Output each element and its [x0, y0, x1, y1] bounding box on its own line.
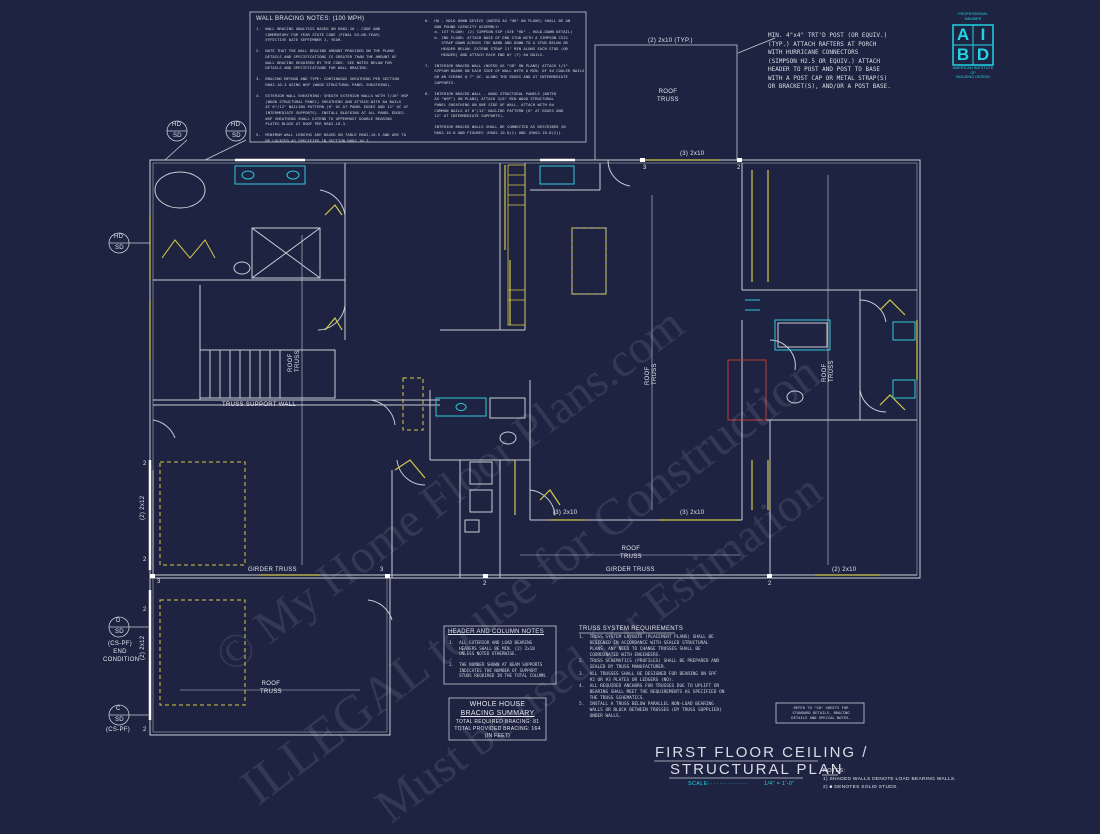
porch-post-note: MIN. 4"x4" TRT'D POST (OR EQUIV.) (TYP.)…: [768, 32, 891, 90]
label-girder-truss-right: GIRDER TRUSS: [606, 567, 655, 573]
logo-letter-d: D: [976, 45, 990, 64]
truss-req-title: TRUSS SYSTEM REQUIREMENTS: [579, 626, 684, 632]
tag-end-condition: (CS-PF) END CONDITION: [103, 641, 140, 663]
label-porch-roof-truss: ROOF TRUSS: [657, 89, 679, 103]
tag-sd-2: SD: [232, 133, 241, 139]
num-3-b: 3: [380, 567, 384, 573]
label-beam-2x10-right: (2) 2x10: [832, 567, 857, 573]
num-3-c: 3: [643, 165, 647, 171]
header-notes-body: 1. ALL EXTERIOR AND LOAD BEARING HEADERS…: [449, 640, 548, 678]
label-truss-support-wall: TRUSS SUPPORT WALL: [222, 402, 296, 408]
num-2-e: 2: [737, 165, 741, 171]
bracing-provided: TOTAL PROVIDED BRACING: 164: [454, 726, 541, 732]
notes-2: 2) ■ DENOTES SOLID STUDS.: [823, 785, 899, 790]
label-porch-beam: (2) 2x10 (TYP.): [648, 38, 693, 44]
header-notes-title: HEADER AND COLUMN NOTES: [448, 629, 544, 635]
num-2-g: 2: [143, 727, 147, 733]
label-header-top: (3) 2x10: [680, 151, 705, 157]
label-roof-truss-rot-3: ROOF TRUSS: [822, 360, 835, 382]
porch-outline: [594, 44, 738, 160]
logo-letter-a: A: [956, 25, 970, 44]
exterior-wall: [149, 159, 921, 579]
num-2-f: 2: [143, 607, 147, 613]
tag-hd-2: HD: [231, 122, 241, 128]
tag-hd-3: HD: [114, 234, 124, 240]
tag-sd-5: SD: [115, 717, 124, 723]
tag-sd-1: SD: [173, 133, 182, 139]
red-outline-area: [727, 359, 767, 421]
bracing-summary-box: [448, 697, 547, 741]
logo-letter-b: B: [956, 45, 970, 64]
num-2-c: 2: [483, 581, 487, 587]
scale-value: 1/4" = 1'-0": [764, 781, 795, 787]
bracing-summary-title2: BRACING SUMMARY: [460, 710, 535, 717]
label-header-3x10-a: (3) 2x10: [553, 510, 578, 516]
tag-d: D: [116, 618, 121, 624]
notes-1: 1) SHADED WALLS DENOTE LOAD BEARING WALL…: [823, 777, 956, 782]
header-notes-box: [443, 625, 557, 685]
truss-req-body: 1. TRUSS SYSTEM LAYOUTS (PLACEMENT PLANS…: [579, 635, 725, 720]
refer-sd-note: REFER TO "SD" SHEETS FOR STANDARD DETAIL…: [791, 705, 851, 720]
logo-bottom-text: AMERICAN INSTITUTE OF BUILDING DESIGN: [952, 66, 994, 79]
plan-title-line2: STRUCTURAL PLAN: [670, 761, 844, 778]
num-2-a: 2: [143, 461, 147, 467]
tag-cs-pf: (CS-PF): [106, 727, 131, 733]
logo-letter-i: I: [980, 25, 986, 44]
tag-c: C: [116, 706, 121, 712]
tag-sd-4: SD: [115, 629, 124, 635]
aibd-logo: [952, 24, 994, 66]
bracing-notes-box: [249, 11, 587, 143]
num-2-d: 2: [768, 581, 772, 587]
label-roof-truss-center: ROOF TRUSS: [620, 546, 642, 560]
num-3-a: 3: [157, 579, 161, 585]
tag-sd-3: SD: [115, 245, 124, 251]
bracing-notes-title: WALL BRACING NOTES: (100 MPH): [256, 16, 365, 22]
bracing-unit: (IN FEET): [484, 733, 511, 739]
label-girder-truss-left: GIRDER TRUSS: [248, 567, 297, 573]
bracing-notes-col1: 1. WALL BRACING ANALYSIS BASED ON R602.1…: [256, 26, 409, 143]
label-roof-truss-lower: ROOF TRUSS: [260, 681, 282, 695]
plan-title-line1: FIRST FLOOR CEILING /: [655, 744, 869, 761]
bracing-notes-col2: 6. HD - HOLD DOWN DEVICE (NOTED AS "HD" …: [425, 18, 585, 135]
num-2-b: 2: [143, 557, 147, 563]
tag-hd-1: HD: [172, 122, 182, 128]
refer-note-box: [775, 702, 865, 724]
bracing-required: TOTAL REQUIRED BRACING: 81: [455, 719, 540, 725]
logo-top-text: PROFESSIONAL MEMBER: [958, 12, 988, 21]
label-beam-2x12-b: (2) 2x12: [140, 635, 146, 660]
label-roof-truss-rot-2: ROOF TRUSS: [645, 363, 658, 385]
scale-dots: ··············: [708, 781, 748, 787]
label-beam-2x12-a: (2) 2x12: [140, 495, 146, 520]
label-roof-truss-rot-1: ROOF TRUSS: [288, 350, 301, 372]
notes-title: NOTES:: [823, 768, 846, 774]
label-header-3x10-b: (3) 2x10: [680, 510, 705, 516]
bracing-summary-title1: WHOLE HOUSE: [469, 701, 526, 708]
scale-label: SCALE:: [688, 781, 710, 787]
